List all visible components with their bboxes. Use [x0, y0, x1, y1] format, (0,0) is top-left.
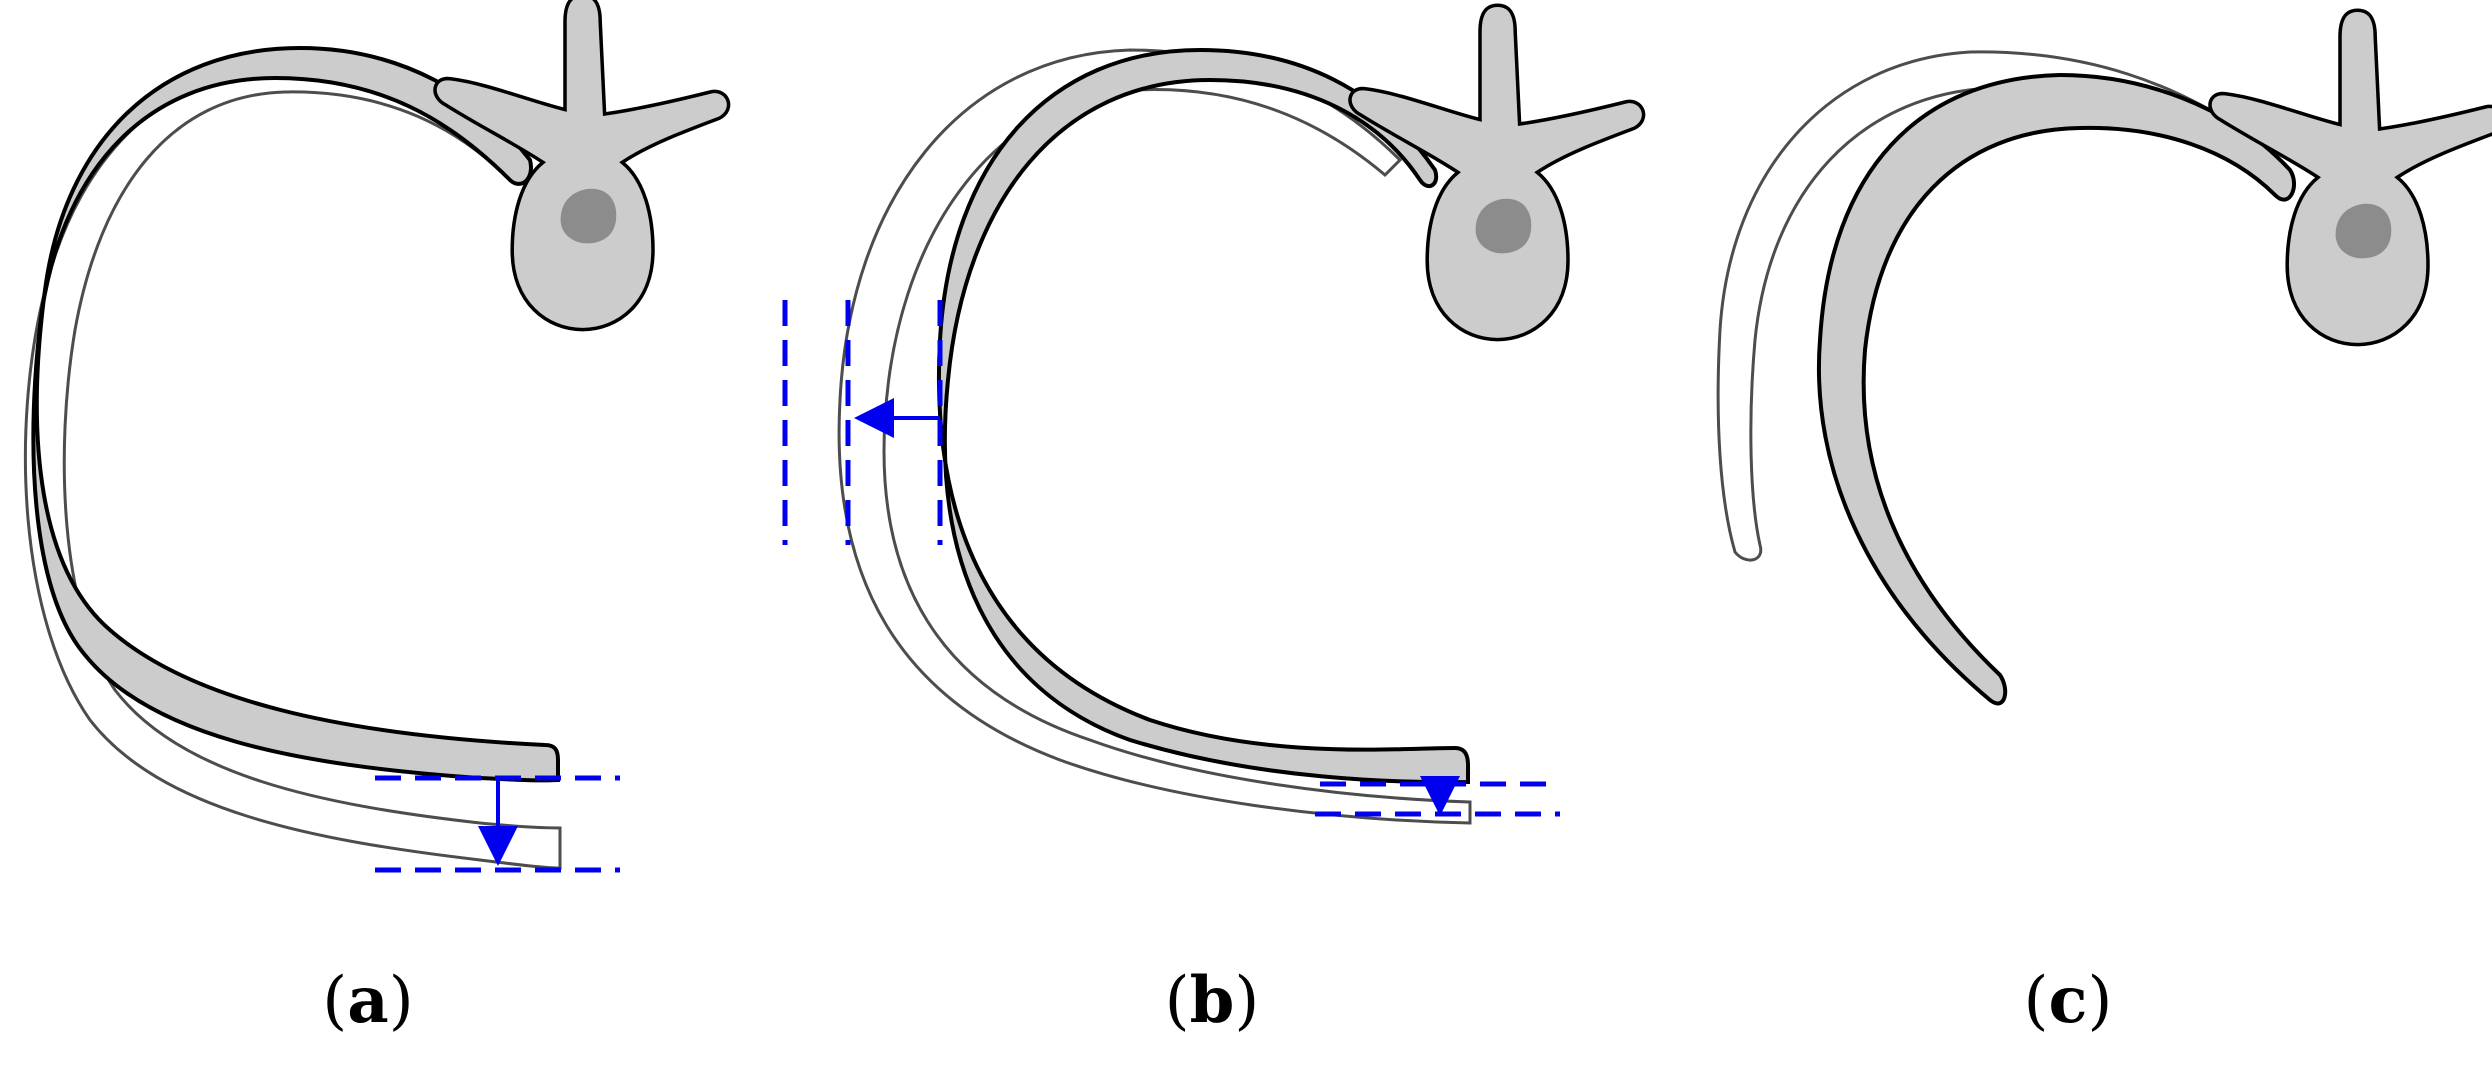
panel-c: (c) [1716, 8, 2492, 1038]
panel-b: (b) [782, 3, 1646, 1038]
panel-c-caption: (c) [2024, 963, 2113, 1038]
rib-shape [936, 47, 1470, 785]
rib-shape [1817, 72, 2296, 706]
vertebra-shape [433, 0, 731, 332]
displaced-rib-outline [837, 48, 1472, 825]
panel-a-caption: (a) [322, 963, 413, 1038]
panel-a: (a) [23, 0, 731, 1038]
panel-b-caption: (b) [1165, 963, 1260, 1038]
vertebra-shape [1348, 3, 1646, 342]
rib-shape [31, 45, 560, 783]
